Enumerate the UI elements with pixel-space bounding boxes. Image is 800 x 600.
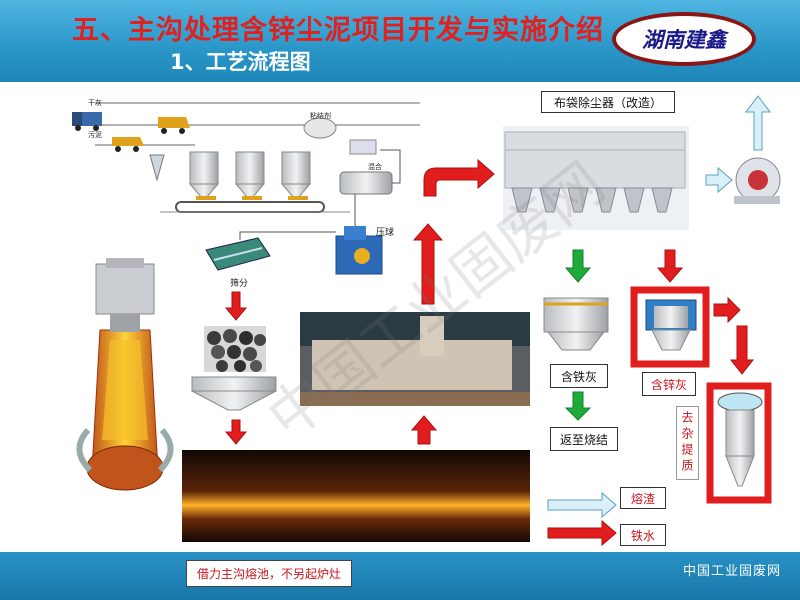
return-sinter-label: 返至烧结 xyxy=(550,427,618,451)
screening-machine-icon xyxy=(205,237,271,271)
molten-channel-image xyxy=(182,450,530,542)
arrow-down-icon xyxy=(729,325,755,375)
hopper-icon xyxy=(191,376,277,411)
impurity-vessel-icon xyxy=(717,392,763,487)
red-arrows xyxy=(224,158,755,445)
footer-note: 借力主沟熔池，不另起炉灶 xyxy=(186,560,353,587)
brand-logo: 湖南建鑫 xyxy=(612,12,756,66)
footer-brand: 中国工业固废网 xyxy=(683,564,782,579)
dump-truck-icon xyxy=(158,117,190,134)
silo-icon xyxy=(234,151,266,199)
arrow-right-icon xyxy=(713,296,741,324)
fan-icon xyxy=(734,157,781,204)
green-arrows xyxy=(564,249,592,421)
silo-icon xyxy=(280,151,312,199)
arrow-down-icon xyxy=(564,249,592,283)
arrow-down-icon xyxy=(656,249,684,283)
arrow-down-icon xyxy=(564,391,592,421)
page-title: 五、主沟处理含锌尘泥项目开发与实施介绍 xyxy=(72,15,604,46)
screening-label: 筛分 xyxy=(230,279,249,289)
footer-band xyxy=(0,552,800,600)
pellets-image xyxy=(204,326,266,372)
truck-icon xyxy=(72,112,102,131)
arrow-right-icon xyxy=(547,519,617,547)
schematic-area xyxy=(72,102,420,275)
arrow-down-icon xyxy=(224,291,248,321)
arrow-up-icon xyxy=(410,415,438,445)
page-subtitle: 1、工艺流程图 xyxy=(170,50,311,74)
iron-ash-vessel-icon xyxy=(543,297,609,351)
bag-filter-image xyxy=(503,126,689,230)
dump-truck-icon xyxy=(112,137,144,152)
slag-label: 熔渣 xyxy=(620,487,666,509)
silo-icon xyxy=(188,151,220,199)
press-ball-machine-icon xyxy=(335,226,383,275)
arrow-up-icon xyxy=(745,95,771,151)
zinc-ash-vessel-icon xyxy=(645,299,697,351)
press-ball-label: 压球 xyxy=(376,228,395,238)
arrow-right-icon xyxy=(547,491,617,519)
binder-label: 粘结剂 xyxy=(310,112,331,120)
iron-ash-label: 含铁灰 xyxy=(550,364,608,388)
mixer-icon xyxy=(339,139,393,195)
mixing-label: 混合 xyxy=(368,163,382,171)
dry-ash-label: 干灰 xyxy=(88,99,102,107)
arrow-curve-right-icon xyxy=(423,158,495,197)
remove-impurity-label: 去杂提质 xyxy=(676,406,699,480)
arrow-right-icon xyxy=(705,166,733,194)
blast-furnace-icon xyxy=(76,258,174,491)
arrow-down-icon xyxy=(224,419,248,445)
sludge-label: 污泥 xyxy=(88,131,102,139)
blue-arrows xyxy=(547,95,771,519)
arrow-up-icon xyxy=(412,223,444,305)
molten-iron-label: 铁水 xyxy=(620,524,666,546)
zinc-ash-label: 含锌灰 xyxy=(642,372,696,396)
plant-photo xyxy=(300,312,530,406)
bag-filter-label: 布袋除尘器（改造） xyxy=(541,91,675,113)
